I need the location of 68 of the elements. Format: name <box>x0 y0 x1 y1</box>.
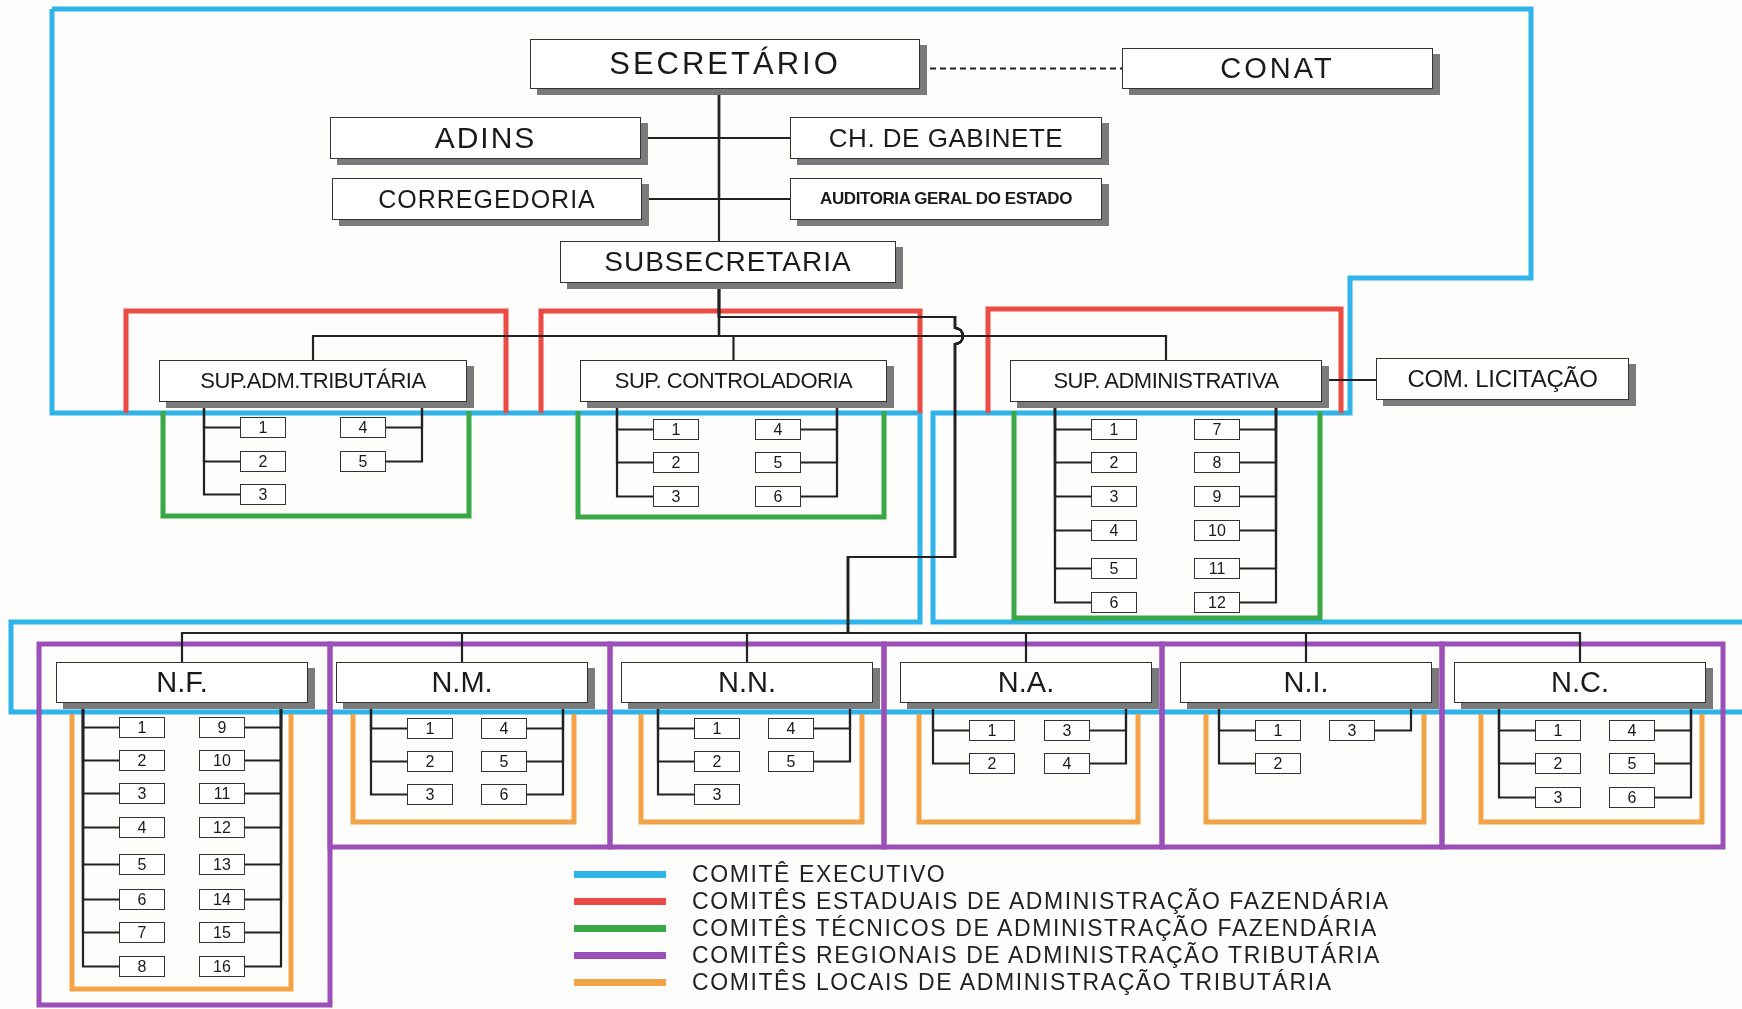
numbered-box: 12 <box>1194 592 1240 613</box>
numbered-box: 6 <box>1091 592 1137 613</box>
numbered-box: 5 <box>1091 558 1137 579</box>
numbered-box: 13 <box>199 854 245 875</box>
numbered-box: 2 <box>1535 753 1581 774</box>
legend-text: COMITÊS LOCAIS DE ADMINISTRAÇÃO TRIBUTÁRIA <box>692 968 1333 996</box>
numbered-box: 12 <box>199 817 245 838</box>
numbered-box: 5 <box>481 751 527 772</box>
numbered-box: 1 <box>694 718 740 739</box>
numbered-box: 1 <box>1535 720 1581 741</box>
numbered-box: 4 <box>1609 720 1655 741</box>
numbered-box: 6 <box>1609 787 1655 808</box>
numbered-box: 4 <box>119 817 165 838</box>
numbered-box: 3 <box>694 784 740 805</box>
numbered-box: 1 <box>969 720 1015 741</box>
numbered-box: 4 <box>768 718 814 739</box>
numbered-box: 4 <box>755 419 801 440</box>
numbered-box: 2 <box>407 751 453 772</box>
numbered-box: 16 <box>199 956 245 977</box>
numbered-box: 6 <box>119 889 165 910</box>
numbered-box: 2 <box>694 751 740 772</box>
numbered-box: 2 <box>119 750 165 771</box>
numbered-box: 4 <box>481 718 527 739</box>
numbered-box: 14 <box>199 889 245 910</box>
numbered-box: 5 <box>1609 753 1655 774</box>
numbered-box: 2 <box>1091 452 1137 473</box>
numbered-box: 11 <box>199 783 245 804</box>
numbered-box: 4 <box>340 417 386 438</box>
numbered-box: 10 <box>1194 520 1240 541</box>
numbered-box: 5 <box>340 451 386 472</box>
legend-text: COMITÊ EXECUTIVO <box>692 860 947 888</box>
numbered-box: 7 <box>119 922 165 943</box>
numbered-box: 8 <box>1194 452 1240 473</box>
numbered-box: 9 <box>199 717 245 738</box>
numbered-box: 10 <box>199 750 245 771</box>
numbered-box: 2 <box>653 452 699 473</box>
numbered-box: 3 <box>1044 720 1090 741</box>
numbered-box: 6 <box>755 486 801 507</box>
numbered-box: 2 <box>1255 753 1301 774</box>
numbered-box: 3 <box>240 484 286 505</box>
numbered-box: 1 <box>653 419 699 440</box>
numbered-box: 3 <box>1535 787 1581 808</box>
numbered-box: 5 <box>119 854 165 875</box>
numbered-box: 5 <box>755 452 801 473</box>
numbered-box: 3 <box>407 784 453 805</box>
numbered-box: 6 <box>481 784 527 805</box>
numbered-box: 7 <box>1194 419 1240 440</box>
legend-text: COMITÊS ESTADUAIS DE ADMINISTRAÇÃO FAZENDÁRIA <box>692 887 1390 914</box>
numbered-box: 5 <box>768 751 814 772</box>
numbered-box: 9 <box>1194 486 1240 507</box>
numbered-box: 1 <box>1091 419 1137 440</box>
legend-text: COMITÊS TÉCNICOS DE ADMINISTRAÇÃO FAZENDÁRIA <box>692 914 1378 941</box>
numbered-box: 3 <box>1329 720 1375 741</box>
numbered-box: 3 <box>119 783 165 804</box>
numbered-box: 1 <box>407 718 453 739</box>
numbered-box: 4 <box>1044 753 1090 774</box>
numbered-box: 4 <box>1091 520 1137 541</box>
numbered-box: 2 <box>969 753 1015 774</box>
numbered-box: 1 <box>240 417 286 438</box>
numbered-box: 15 <box>199 922 245 943</box>
numbered-box: 8 <box>119 956 165 977</box>
numbered-box: 1 <box>1255 720 1301 741</box>
numbered-box: 11 <box>1194 558 1240 579</box>
legend-text: COMITÊS REGIONAIS DE ADMINISTRAÇÃO TRIBUTÁRIA <box>692 941 1381 969</box>
numbered-box: 1 <box>119 717 165 738</box>
numbered-box: 3 <box>653 486 699 507</box>
numbered-box: 3 <box>1091 486 1137 507</box>
numbered-box: 2 <box>240 451 286 472</box>
